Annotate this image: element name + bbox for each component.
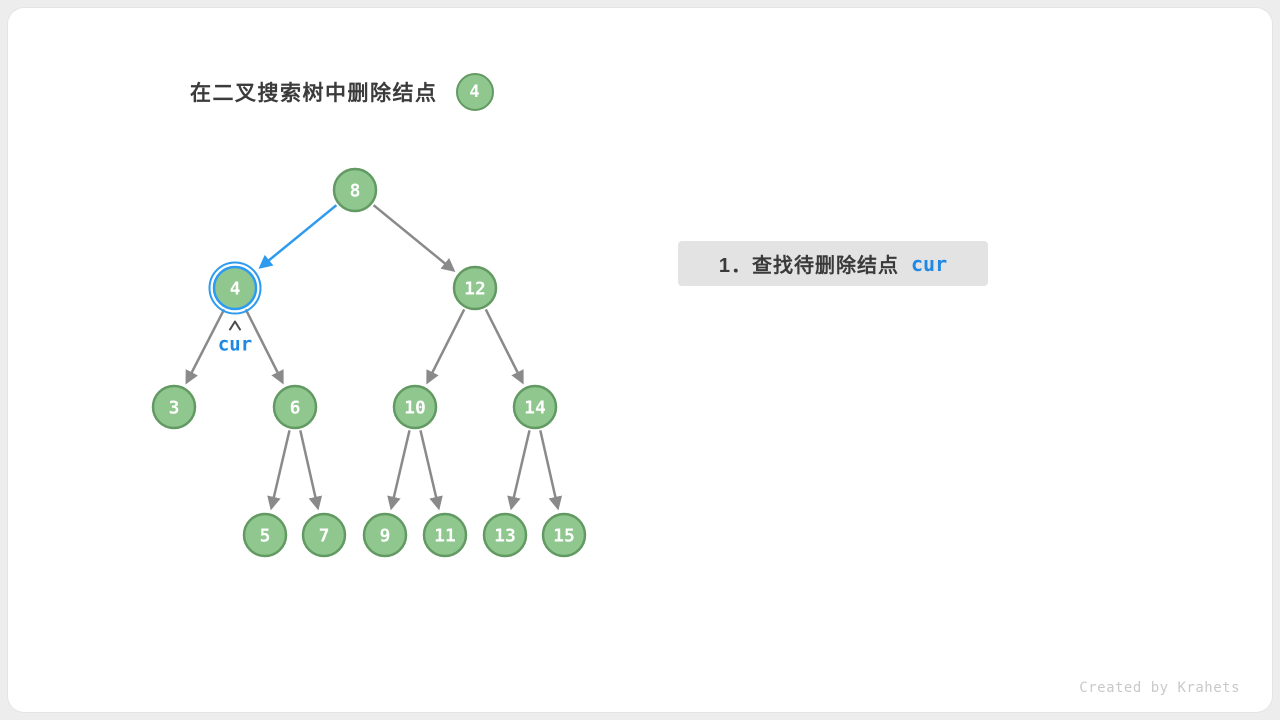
- tree-node-value-15: 15: [553, 526, 575, 547]
- tree-node-value-6: 6: [290, 398, 301, 419]
- tree-node-value-14: 14: [524, 398, 546, 419]
- canvas-card: [8, 8, 1272, 712]
- tree-node-3: 3: [151, 384, 197, 430]
- tree-node-value-8: 8: [350, 181, 361, 202]
- tree-node-circle-5: [242, 512, 288, 558]
- tree-node-circle-13: [482, 512, 528, 558]
- tree-node-circle-11: [422, 512, 468, 558]
- tree-edge-14-15: [539, 430, 563, 511]
- cur-pointer-caret-icon: [229, 320, 241, 331]
- tree-node-7: 7: [301, 512, 347, 558]
- tree-edge-6-5: [267, 430, 291, 511]
- tree-node-15: 15: [541, 512, 587, 558]
- tree-edge-12-14: [484, 308, 524, 385]
- tree-edge-6-7: [299, 430, 323, 511]
- tree-node-circle-7: [301, 512, 347, 558]
- tree-node-9: 9: [362, 512, 408, 558]
- step-label-box: 1．查找待删除结点 cur: [678, 241, 988, 286]
- tree-node-value-11: 11: [434, 526, 456, 547]
- watermark: Created by Krahets: [1079, 680, 1240, 696]
- tree-edge-4-3: [185, 308, 226, 385]
- tree-node-circle-12: [452, 265, 498, 311]
- tree-node-circle-14: [512, 384, 558, 430]
- tree-node-5: 5: [242, 512, 288, 558]
- tree-node-13: 13: [482, 512, 528, 558]
- tree-node-14: 14: [512, 384, 558, 430]
- tree-node-circle-3: [151, 384, 197, 430]
- tree-node-11: 11: [422, 512, 468, 558]
- title-badge-node: 4: [455, 73, 494, 111]
- tree-node-10: 10: [392, 384, 438, 430]
- tree-edge-4-6: [244, 308, 284, 385]
- step-label-code: cur: [911, 251, 948, 276]
- tree-node-value-9: 9: [380, 526, 391, 547]
- tree-node-8: 8: [332, 167, 378, 213]
- tree-node-circle-15: [541, 512, 587, 558]
- tree-edge-10-11: [419, 430, 443, 511]
- tree-node-value-5: 5: [260, 526, 271, 547]
- tree-node-highlight-ring-4: [208, 261, 262, 315]
- title-badge-value: 4: [469, 82, 480, 102]
- tree-node-value-3: 3: [169, 398, 180, 419]
- tree-node-circle-8: [332, 167, 378, 213]
- tree-edge-8-4: [258, 204, 338, 269]
- tree-edge-8-12: [372, 204, 456, 273]
- tree-edge-14-13: [507, 430, 531, 511]
- tree-node-circle-6: [272, 384, 318, 430]
- tree-node-circle-4: [212, 265, 258, 311]
- title-row: 在二叉搜索树中删除结点 4: [190, 73, 494, 111]
- tree-node-6: 6: [272, 384, 318, 430]
- tree-node-value-13: 13: [494, 526, 516, 547]
- tree-node-4: 4: [208, 261, 262, 315]
- tree-node-12: 12: [452, 265, 498, 311]
- step-label-text: 1．查找待删除结点: [718, 255, 899, 277]
- tree-node-value-7: 7: [319, 526, 330, 547]
- tree-edge-10-9: [387, 430, 411, 511]
- cur-pointer-label: cur: [218, 334, 252, 356]
- page-title: 在二叉搜索树中删除结点: [190, 82, 438, 105]
- tree-node-circle-10: [392, 384, 438, 430]
- tree-node-value-4: 4: [230, 279, 241, 300]
- tree-node-value-12: 12: [464, 279, 486, 300]
- tree-node-value-10: 10: [404, 398, 426, 419]
- tree-node-circle-9: [362, 512, 408, 558]
- tree-edge-12-10: [426, 308, 466, 385]
